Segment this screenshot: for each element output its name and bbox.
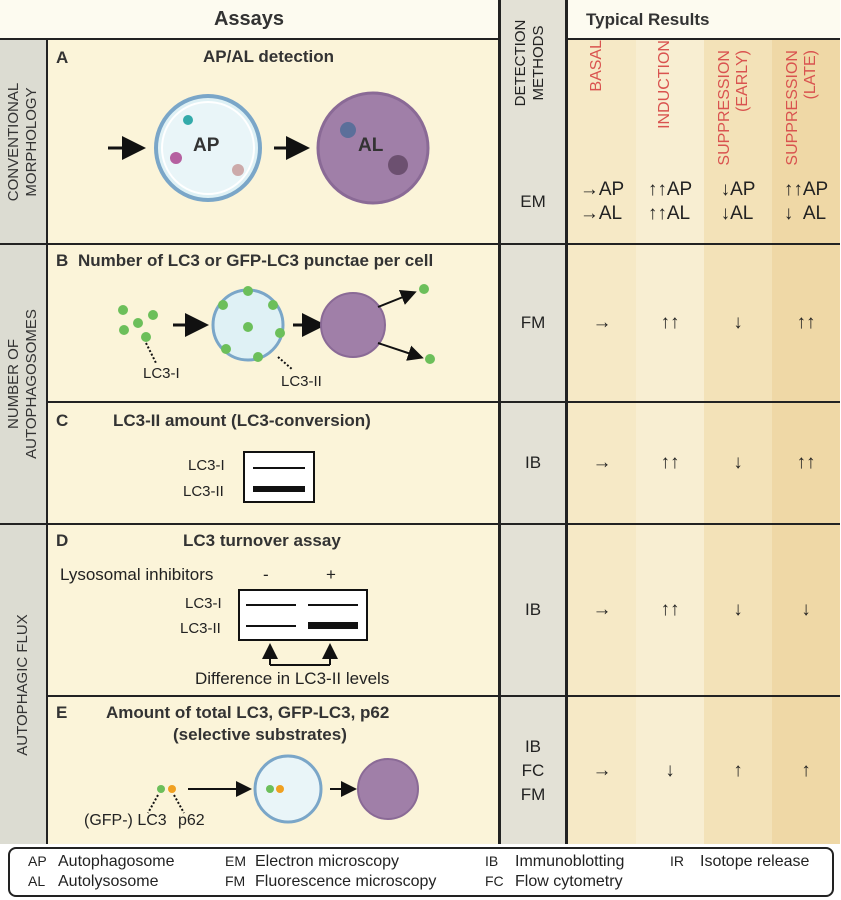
- row-letter: A: [56, 48, 69, 67]
- row-title: LC3 turnover assay: [183, 531, 341, 550]
- lysosomal-inhibitors-label: Lysosomal inhibitors: [60, 565, 214, 584]
- result-cell: ↓: [801, 599, 811, 620]
- result-cell: ↑↑AP ↑↑AL: [647, 179, 693, 224]
- row-title: Amount of total LC3, GFP-LC3, p62: [106, 703, 390, 722]
- result-cell: ↑↑: [796, 452, 816, 473]
- results-row-e: → ↓ ↑ ↑: [568, 697, 840, 844]
- row-letter: C: [56, 411, 69, 430]
- minus-label: -: [263, 565, 269, 584]
- result-cell: →: [592, 759, 612, 781]
- legend-fc: Flow cytometry: [515, 873, 623, 890]
- assays-header: Assays: [0, 0, 498, 40]
- row-d-assay: D LC3 turnover assay Lysosomal inhibitor…: [48, 525, 498, 697]
- side-number-autophagosomes: NUMBER OF AUTOPHAGOSOMES: [0, 245, 48, 525]
- lc3-ii-label: LC3-II: [281, 373, 322, 390]
- result-cell: ↓: [665, 759, 675, 781]
- col-bg-induction: [636, 40, 704, 844]
- row-letter: D: [56, 531, 69, 550]
- result-cell: ↓: [733, 312, 743, 333]
- row-letter: B: [56, 251, 69, 270]
- row-b-assay: B Number of LC3 or GFP-LC3 punctae per c…: [48, 245, 498, 403]
- p62-illustration: [147, 754, 419, 824]
- result-cell: ↑↑: [660, 452, 680, 473]
- result-cell: ↑: [801, 759, 811, 781]
- method-d: IB: [498, 525, 568, 697]
- row-title: Number of LC3 or GFP-LC3 punctae per cel…: [78, 251, 434, 270]
- p62-label: p62: [178, 812, 205, 829]
- row-a-assay: A AP/AL detection AP AL: [48, 40, 498, 245]
- result-cell: →: [592, 599, 612, 620]
- difference-bracket: [262, 643, 338, 666]
- lc3-i-label: LC3-I: [143, 365, 180, 382]
- results-row-a: →AP →AL ↑↑AP ↑↑AL ↓AP ↓AL ↑↑AP ↓ AL: [568, 40, 840, 245]
- result-cell: →: [592, 312, 612, 333]
- col-bg-early: [704, 40, 772, 844]
- al-label: AL: [358, 135, 384, 156]
- detection-header: DETECTION METHODS: [512, 19, 547, 107]
- blot-box: [238, 589, 368, 641]
- result-cell: ↑↑: [796, 312, 816, 333]
- method-e: IB FC FM: [498, 697, 568, 844]
- lc3-ii-label: LC3-II: [183, 483, 224, 500]
- difference-label: Difference in LC3-II levels: [195, 669, 390, 688]
- results-row-d: → ↑↑ ↓ ↓: [568, 525, 840, 697]
- result-cell: ↑↑AP ↓ AL: [783, 179, 829, 224]
- row-e-assay: E Amount of total LC3, GFP-LC3, p62 (sel…: [48, 697, 498, 844]
- legend-ib: Immunoblotting: [515, 853, 625, 870]
- method-a: EM: [498, 0, 568, 245]
- legend-al: Autolysosome: [58, 873, 159, 890]
- lc3-i-label: LC3-I: [185, 595, 222, 612]
- legend-fm: Fluorescence microscopy: [255, 873, 437, 890]
- results-row-c: → ↑↑ ↓ ↑↑: [568, 403, 840, 525]
- side-autophagic-flux: AUTOPHAGIC FLUX: [0, 525, 48, 844]
- method-b: FM: [498, 245, 568, 403]
- legend-ap: Autophagosome: [58, 853, 175, 870]
- ap-al-illustration: [108, 91, 430, 205]
- result-cell: →: [592, 452, 612, 473]
- row-title: AP/AL detection: [203, 47, 334, 66]
- legend-ir: Isotope release: [700, 853, 810, 870]
- result-cell: ↑↑: [660, 599, 680, 620]
- row-title: LC3-II amount (LC3-conversion): [113, 411, 371, 430]
- result-cell: ↓: [733, 599, 743, 620]
- result-cell: ↓: [733, 452, 743, 473]
- lc3-punctae-illustration: [118, 284, 435, 371]
- row-letter: E: [56, 703, 68, 722]
- typical-results-header: Typical Results: [568, 0, 840, 40]
- method-c: IB: [498, 403, 568, 525]
- result-cell: →AP →AL: [579, 179, 625, 224]
- lc3-i-label: LC3-I: [188, 457, 225, 474]
- ap-label: AP: [193, 135, 220, 156]
- side-conventional-morphology: CONVENTIONAL MORPHOLOGY: [0, 40, 48, 245]
- legend-em: Electron microscopy: [255, 853, 400, 870]
- result-cell: ↓AP ↓AL: [720, 179, 756, 224]
- result-cell: ↑: [733, 759, 743, 781]
- row-subtitle: (selective substrates): [173, 725, 347, 744]
- blot-box: [243, 451, 315, 503]
- col-bg-late: [772, 40, 840, 844]
- col-bg-basal: [568, 40, 636, 844]
- results-row-b: → ↑↑ ↓ ↑↑: [568, 245, 840, 403]
- lc3-ii-label: LC3-II: [180, 620, 221, 637]
- plus-label: +: [326, 565, 336, 584]
- row-c-assay: C LC3-II amount (LC3-conversion) LC3-I L…: [48, 403, 498, 525]
- lc3-label: (GFP-) LC3: [84, 812, 167, 829]
- result-cell: ↑↑: [660, 312, 680, 333]
